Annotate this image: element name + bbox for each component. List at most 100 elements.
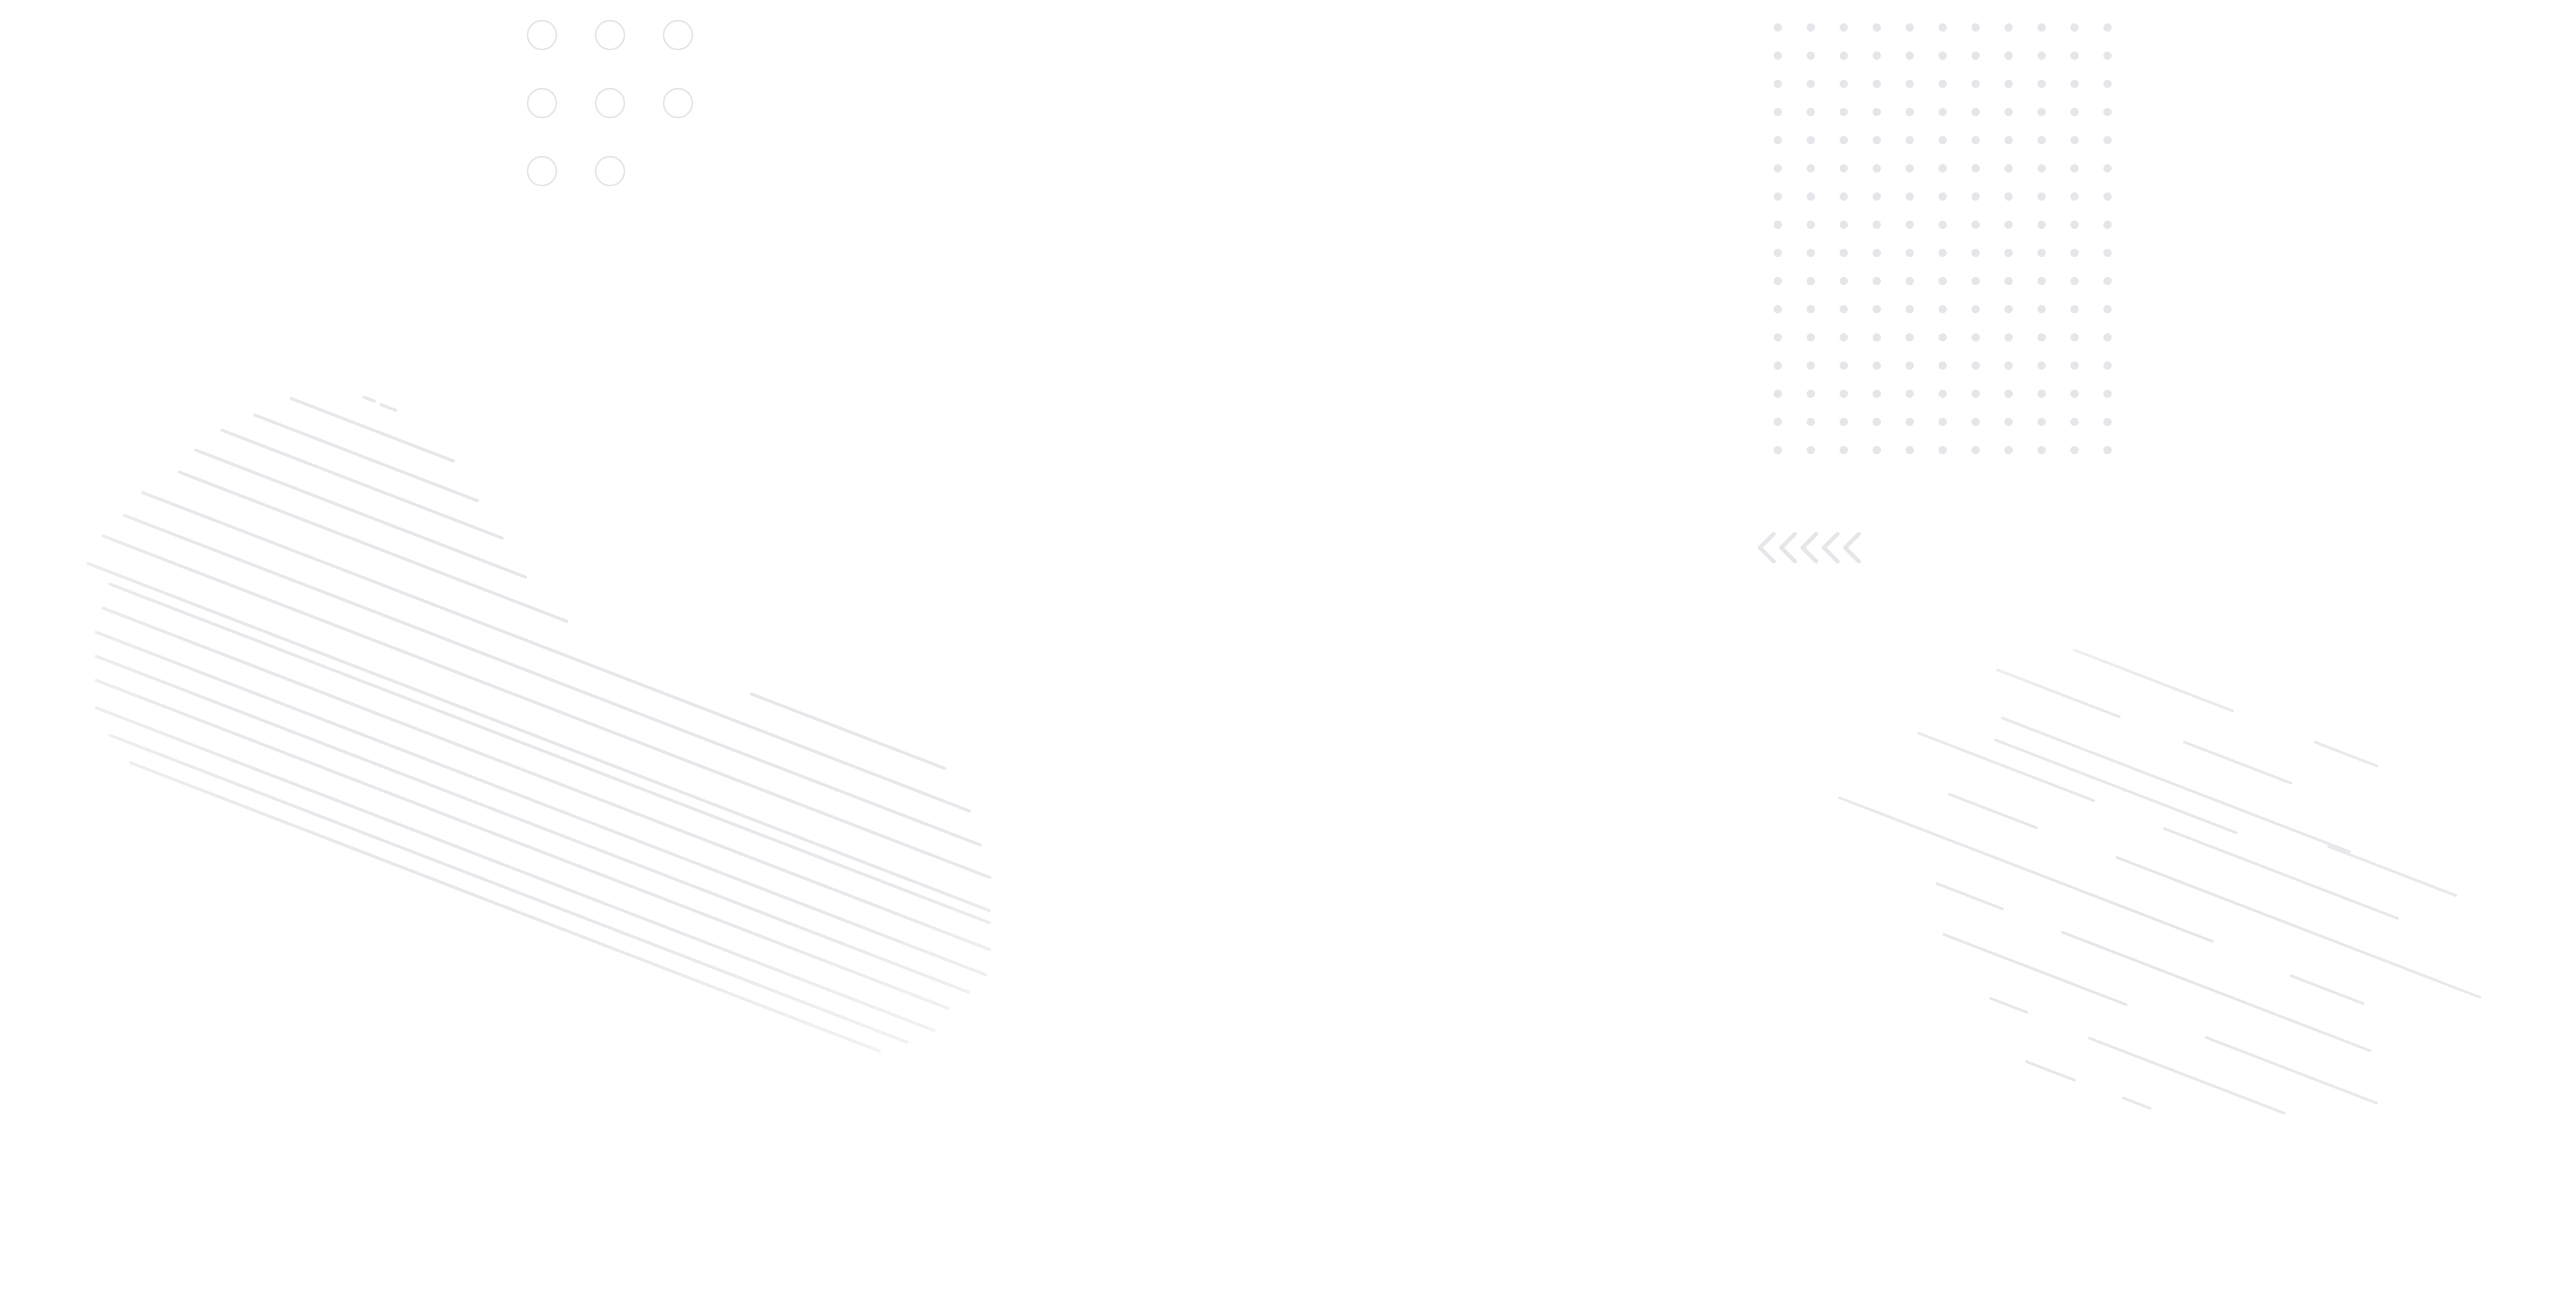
chevron-left-icon [1758, 532, 1776, 563]
dot [2070, 221, 2079, 229]
dot [1840, 136, 1848, 144]
dot [1939, 221, 1947, 229]
dot [2070, 52, 2079, 60]
dot [2037, 164, 2046, 172]
dot [1807, 390, 1815, 398]
dot [1774, 221, 1782, 229]
dot [1840, 249, 1848, 257]
dot [2004, 52, 2013, 60]
dot [1971, 80, 1980, 88]
dot [1939, 164, 1947, 172]
dot [2103, 136, 2112, 144]
dot [2004, 249, 2013, 257]
dot [1906, 136, 1914, 144]
ring [594, 155, 626, 187]
dot [2103, 221, 2112, 229]
dot [1939, 249, 1947, 257]
dot [1807, 108, 1815, 116]
dot [1840, 192, 1848, 201]
dot [1840, 23, 1848, 32]
dot [1906, 305, 1914, 313]
diagonal-line [101, 606, 991, 951]
dot [1971, 164, 1980, 172]
dot [2070, 23, 2079, 32]
dot [1971, 23, 1980, 32]
dot [2070, 333, 2079, 342]
dot [2103, 164, 2112, 172]
dot [2103, 108, 2112, 116]
diagonal-line [128, 761, 881, 1053]
dot [1939, 418, 1947, 426]
diagonal-dash [1838, 796, 2213, 943]
chevron-group [1758, 532, 1861, 563]
dot [2103, 446, 2112, 454]
dot [2103, 192, 2112, 201]
dot [1971, 221, 1980, 229]
dot [2037, 23, 2046, 32]
dot [1774, 164, 1782, 172]
dot [1906, 23, 1914, 32]
dot [1873, 418, 1881, 426]
diagonal-line [94, 678, 950, 1010]
dot [1971, 277, 1980, 285]
dot [1971, 361, 1980, 370]
dot [1939, 390, 1947, 398]
dot [2037, 80, 2046, 88]
dot [1807, 446, 1815, 454]
dot [2004, 136, 2013, 144]
dot [1971, 418, 1980, 426]
dot [1906, 390, 1914, 398]
dot [1939, 80, 1947, 88]
dot [1774, 277, 1782, 285]
dot [2004, 446, 2013, 454]
diagonal-dash [2327, 845, 2457, 897]
dot [2103, 390, 2112, 398]
diagonal-line [94, 654, 971, 994]
diagonal-dash [2116, 856, 2481, 999]
dot [1906, 249, 1914, 257]
dot [2037, 305, 2046, 313]
dot [1840, 108, 1848, 116]
dot [1774, 52, 1782, 60]
dot [2004, 192, 2013, 201]
dot [2004, 418, 2013, 426]
dot [1939, 277, 1947, 285]
dot [1840, 446, 1848, 454]
dot [1906, 333, 1914, 342]
chevron-left-icon [1843, 532, 1861, 563]
dot [1906, 277, 1914, 285]
ring [526, 155, 558, 187]
diagonal-dash [2061, 931, 2371, 1053]
dot [1774, 305, 1782, 313]
dot [2070, 361, 2079, 370]
diagonal-line [289, 396, 455, 463]
dot [1774, 249, 1782, 257]
diagonal-dash [2290, 974, 2364, 1005]
dot [1807, 52, 1815, 60]
dot [2004, 221, 2013, 229]
left-stripe-pattern [86, 395, 992, 1053]
diagonal-line [108, 733, 909, 1044]
diagonal-dash [2001, 717, 2351, 853]
dot [2004, 305, 2013, 313]
dot [1971, 52, 1980, 60]
dot [2070, 249, 2079, 257]
dot [2103, 361, 2112, 370]
diagonal-line [177, 470, 569, 623]
dot [1807, 418, 1815, 426]
diagonal-line [141, 491, 971, 813]
dot [1873, 108, 1881, 116]
diagonal-line [194, 448, 528, 579]
dot [1906, 192, 1914, 201]
dot [1774, 446, 1782, 454]
ring [526, 19, 558, 51]
diagonal-line [362, 395, 376, 403]
diagonal-dash [1948, 793, 2038, 829]
dot [2037, 277, 2046, 285]
dot [1774, 418, 1782, 426]
dot [2070, 277, 2079, 285]
dot [2103, 333, 2112, 342]
dot [1906, 164, 1914, 172]
dot [1774, 390, 1782, 398]
